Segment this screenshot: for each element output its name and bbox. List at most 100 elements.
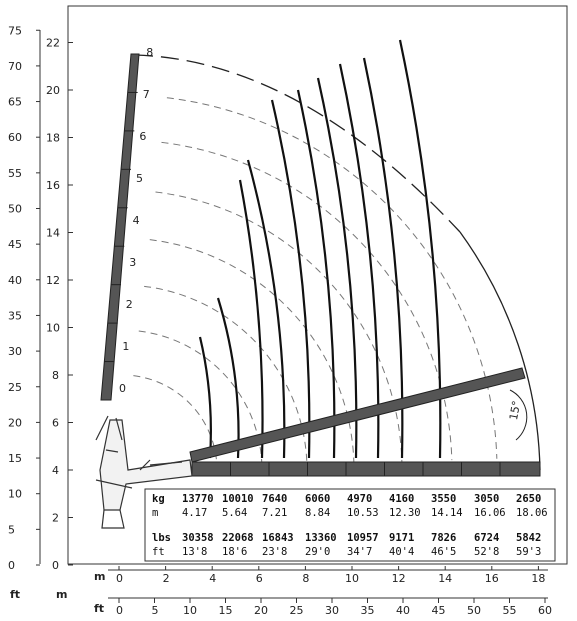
table-row-label: ft <box>152 546 165 558</box>
reach-arc <box>161 141 453 461</box>
load-curve <box>270 99 311 459</box>
table-row-label: m <box>152 507 158 519</box>
load-curves <box>198 39 442 459</box>
horizontal-boom-segments <box>191 462 501 476</box>
x-ft-tick-label: 10 <box>183 604 197 617</box>
crane-base-icon <box>95 415 193 529</box>
table-cell: 4.17 <box>182 507 207 519</box>
boom-inclined <box>189 367 526 463</box>
x-ft-tick-label: 25 <box>290 604 304 617</box>
boom-section-label: 8 <box>146 46 153 59</box>
table-cell: 7.21 <box>262 507 287 519</box>
ft-tick-label: 30 <box>8 345 22 358</box>
table-cell: 10010 <box>222 493 254 505</box>
m-tick-label: 2 <box>52 512 59 525</box>
reach-arc <box>133 375 218 468</box>
table-cell: 59'3 <box>516 546 541 558</box>
table-cell: 8.84 <box>305 507 330 519</box>
x-ft-tick-label: 20 <box>254 604 268 617</box>
m-tick-label: 18 <box>46 132 60 145</box>
boom-section-label: 3 <box>129 256 136 269</box>
x-ft-tick-label: 35 <box>361 604 375 617</box>
boom-section-label: 5 <box>136 172 143 185</box>
ft-tick-label: 25 <box>8 381 22 394</box>
x-m-tick-label: 14 <box>438 572 452 585</box>
x-m-tick-label: 12 <box>392 572 406 585</box>
x-m-tick-label: 2 <box>163 572 170 585</box>
boom-horizontal <box>191 461 541 477</box>
table-row-label: kg <box>152 493 165 505</box>
table-cell: 5842 <box>516 532 541 544</box>
table-cell: 3050 <box>474 493 499 505</box>
table-cell: 18'6 <box>222 546 247 558</box>
load-curve <box>296 89 336 459</box>
m-tick-label: 4 <box>52 464 59 477</box>
x-ft-tick-label: 0 <box>116 604 123 617</box>
table-cell: 29'0 <box>305 546 330 558</box>
table-cell: 14.14 <box>431 507 463 519</box>
boom-section-label: 1 <box>122 340 129 353</box>
table-cell: 9171 <box>389 532 414 544</box>
load-curve <box>316 77 358 459</box>
m-left-unit: m <box>56 588 67 601</box>
x-ft-tick-label: 15 <box>219 604 233 617</box>
ft-tick-label: 40 <box>8 274 22 287</box>
x-ft-tick-label: 40 <box>396 604 410 617</box>
m-tick-label: 8 <box>52 369 59 382</box>
ft-tick-label: 0 <box>8 559 15 572</box>
table-cell: 30358 <box>182 532 214 544</box>
ft-tick-label: 5 <box>8 523 15 536</box>
ft-tick-label: 45 <box>8 238 22 251</box>
table-cell: 13360 <box>305 532 337 544</box>
reach-arc <box>166 97 498 459</box>
boom-section-label: 6 <box>139 130 146 143</box>
x-m-tick-label: 0 <box>116 572 123 585</box>
envelope-outer-arc <box>459 231 541 471</box>
ft-tick-label: 55 <box>8 167 22 180</box>
table-cell: 18.06 <box>516 507 548 519</box>
ft-tick-label: 70 <box>8 60 22 73</box>
table-cell: 12.30 <box>389 507 421 519</box>
ft-left-unit: ft <box>10 588 20 601</box>
boom-section-label: 7 <box>143 88 150 101</box>
reach-arcs <box>133 97 498 468</box>
angle-label: 15° <box>507 400 523 421</box>
m-bottom-unit: m <box>94 570 105 583</box>
angle-arc <box>509 389 528 441</box>
m-tick-label: 6 <box>52 417 59 430</box>
boom-vertical <box>100 53 140 401</box>
x-ft-tick-label: 30 <box>325 604 339 617</box>
table-cell: 7640 <box>262 493 287 505</box>
x-m-tick-label: 18 <box>531 572 545 585</box>
table-cell: 6060 <box>305 493 330 505</box>
load-curve <box>246 159 286 459</box>
x-m-tick-label: 6 <box>256 572 263 585</box>
table-cell: 6724 <box>474 532 499 544</box>
m-tick-label: 0 <box>52 559 59 572</box>
table-cell: 2650 <box>516 493 541 505</box>
table-cell: 23'8 <box>262 546 287 558</box>
ft-tick-label: 15 <box>8 452 22 465</box>
load-curve <box>338 63 380 459</box>
load-curve <box>216 297 240 459</box>
table-row-label: lbs <box>152 532 171 544</box>
ft-tick-label: 60 <box>8 131 22 144</box>
load-table-box <box>144 488 556 562</box>
m-tick-label: 16 <box>46 179 60 192</box>
boom-segment-marks <box>101 91 138 401</box>
ft-tick-label: 75 <box>8 24 22 37</box>
table-cell: 5.64 <box>222 507 247 519</box>
chart-frame <box>67 5 568 565</box>
boom-section-label: 4 <box>133 214 140 227</box>
ft-tick-label: 20 <box>8 416 22 429</box>
table-cell: 22068 <box>222 532 254 544</box>
reach-arc <box>144 285 308 465</box>
x-m-tick-label: 4 <box>209 572 216 585</box>
